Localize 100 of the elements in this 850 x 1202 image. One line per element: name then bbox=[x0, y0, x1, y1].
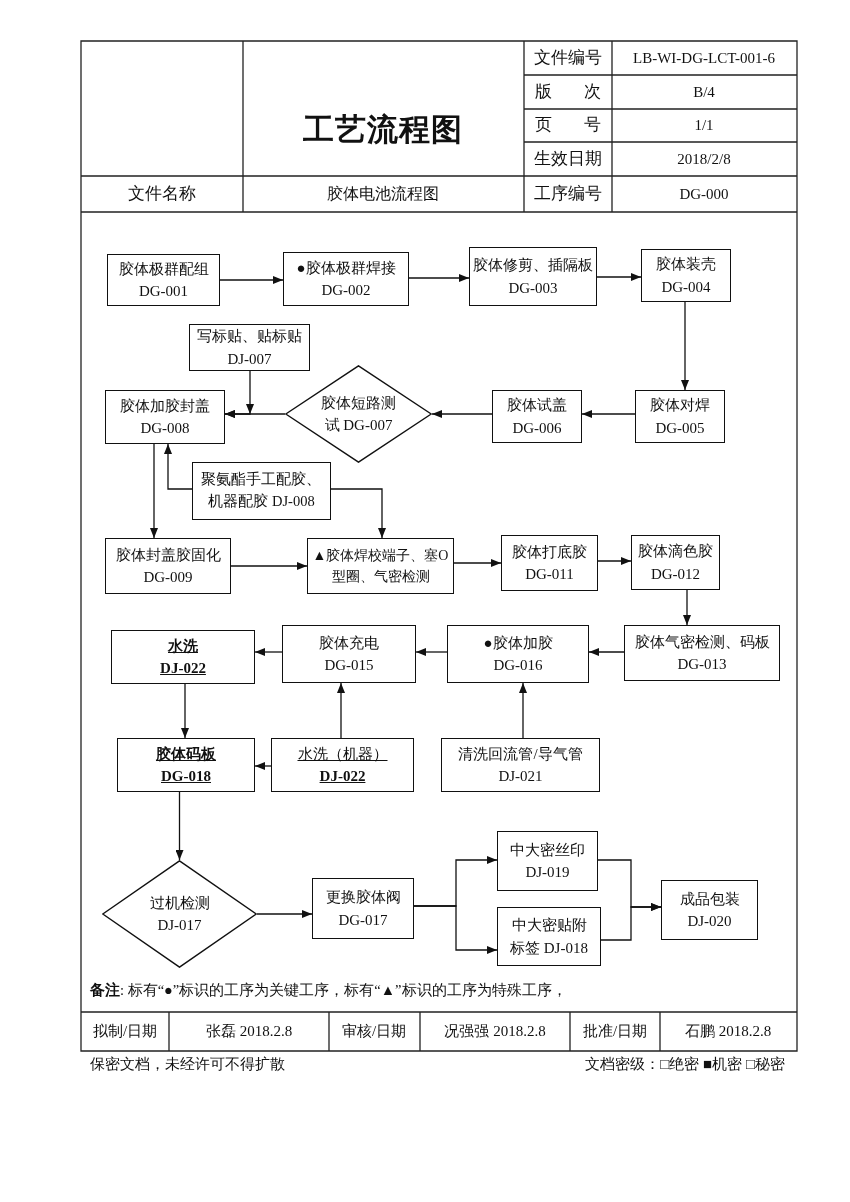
step-code: DG-003 bbox=[508, 278, 558, 298]
step-label: ●胶体极群焊接 bbox=[296, 258, 396, 278]
arrow bbox=[431, 410, 493, 418]
step-code: DG-006 bbox=[512, 418, 562, 438]
process-box bbox=[111, 630, 255, 684]
step-code: DG-013 bbox=[677, 655, 727, 674]
step-label: 胶体封盖胶固化 bbox=[115, 545, 221, 565]
step-label: 胶体滴色胶 bbox=[638, 542, 713, 561]
step-label: 胶体极群配组 bbox=[118, 259, 209, 279]
arrow bbox=[175, 791, 184, 861]
step-label: 胶体试盖 bbox=[507, 396, 567, 415]
step-code: DG-004 bbox=[661, 277, 711, 297]
step-code: DG-005 bbox=[655, 418, 705, 438]
arrow bbox=[230, 562, 308, 570]
process-box bbox=[283, 252, 409, 306]
step-label: 水洗 bbox=[168, 636, 198, 656]
arrow bbox=[330, 488, 386, 539]
signature-text: 石鹏 2018.2.8 bbox=[684, 1021, 772, 1041]
arrow bbox=[415, 648, 448, 656]
footer-text: 保密文档，未经许可不得扩散 bbox=[90, 1054, 285, 1074]
field-value: LB-WI-DG-LCT-001-6 bbox=[633, 48, 775, 68]
process-box bbox=[271, 738, 414, 792]
step-label: 更换胶体阀 bbox=[325, 888, 401, 907]
decision-diamond bbox=[102, 860, 257, 968]
decision-diamond bbox=[285, 365, 432, 463]
step-label: 胶体打底胶 bbox=[512, 542, 587, 562]
arrow bbox=[581, 410, 636, 418]
step-code: DG-002 bbox=[321, 281, 371, 300]
field-label: 拟制/日期 bbox=[92, 1021, 158, 1041]
arrow bbox=[181, 683, 189, 739]
process-box bbox=[105, 538, 231, 594]
step-label: 写标贴、贴标贴 bbox=[197, 327, 302, 346]
process-box bbox=[189, 324, 310, 371]
process-box bbox=[635, 390, 725, 443]
process-box bbox=[447, 625, 589, 683]
step-label: 聚氨酯手工配胶、机器配胶 DJ-008 bbox=[200, 470, 323, 511]
field-value: 胶体电池流程图 bbox=[327, 184, 439, 204]
step-code: DJ-019 bbox=[525, 863, 570, 882]
step-code: DG-017 bbox=[338, 910, 388, 930]
arrow bbox=[588, 648, 625, 656]
arrow bbox=[219, 276, 284, 284]
process-box bbox=[492, 390, 582, 443]
arrow bbox=[254, 762, 272, 770]
step-code: DG-011 bbox=[525, 565, 574, 584]
process-box bbox=[307, 538, 454, 594]
step-code: DJ-021 bbox=[498, 767, 543, 786]
step-code: DG-015 bbox=[324, 656, 374, 675]
field-label: 审核/日期 bbox=[341, 1021, 407, 1041]
step-label: 成品包装 bbox=[679, 889, 740, 909]
title-text: 工艺流程图 bbox=[303, 110, 463, 149]
process-box bbox=[641, 249, 731, 302]
arrow bbox=[337, 682, 345, 739]
process-box bbox=[501, 535, 598, 591]
step-label: 胶体短路测试 DG-007 bbox=[320, 393, 397, 435]
step-code: DJ-017 bbox=[157, 916, 202, 935]
process-box bbox=[469, 247, 597, 306]
arrow bbox=[600, 903, 662, 941]
field-label: 生效日期 bbox=[534, 148, 602, 170]
process-box bbox=[107, 254, 220, 306]
step-label: 胶体气密检测、码板 bbox=[634, 632, 770, 652]
step-label: 胶体修剪、插隔板 bbox=[473, 256, 593, 275]
arrow bbox=[597, 557, 632, 565]
step-label: 胶体加胶封盖 bbox=[120, 396, 210, 416]
field-value: 2018/2/8 bbox=[677, 149, 731, 169]
arrow bbox=[254, 648, 283, 656]
arrow bbox=[150, 443, 158, 539]
field-value: B/4 bbox=[693, 82, 715, 102]
step-code: DJ-022 bbox=[160, 659, 206, 678]
process-box bbox=[312, 878, 414, 939]
step-label: 胶体对焊 bbox=[650, 396, 710, 415]
arrow bbox=[224, 370, 254, 418]
step-code: DG-008 bbox=[140, 419, 190, 438]
process-box bbox=[105, 390, 225, 444]
process-box bbox=[282, 625, 416, 683]
arrow bbox=[164, 443, 193, 490]
field-label: 版 次 bbox=[535, 81, 601, 103]
step-label: ▲胶体焊校端子、塞O型圈、气密检测 bbox=[311, 547, 450, 586]
signature-text: 张磊 2018.2.8 bbox=[205, 1021, 293, 1041]
step-code: DJ-007 bbox=[227, 349, 272, 369]
arrow bbox=[413, 905, 498, 954]
process-box bbox=[497, 907, 601, 966]
step-code: DG-016 bbox=[493, 656, 543, 675]
step-code: DG-009 bbox=[143, 568, 193, 587]
arrow bbox=[683, 589, 691, 626]
step-label: 胶体充电 bbox=[319, 633, 379, 653]
process-box bbox=[661, 880, 758, 940]
step-code: DG-018 bbox=[161, 767, 211, 786]
field-value: 1/1 bbox=[694, 115, 714, 135]
step-label: 水洗（机器） bbox=[297, 744, 388, 764]
process-box bbox=[117, 738, 255, 792]
arrow bbox=[681, 301, 689, 391]
step-label: 胶体码板 bbox=[156, 744, 216, 764]
step-label: 中大密贴附标签 DJ-018 bbox=[509, 916, 589, 958]
note-text: 备注: 标有“●”标识的工序为关键工序，标有“▲”标识的工序为特殊工序， bbox=[90, 980, 567, 1000]
process-box bbox=[631, 535, 720, 590]
step-code: DG-001 bbox=[138, 282, 189, 301]
process-box bbox=[624, 625, 780, 681]
arrow bbox=[408, 274, 470, 282]
step-label: 过机检测 bbox=[149, 893, 210, 913]
field-label: 文件编号 bbox=[534, 47, 602, 69]
